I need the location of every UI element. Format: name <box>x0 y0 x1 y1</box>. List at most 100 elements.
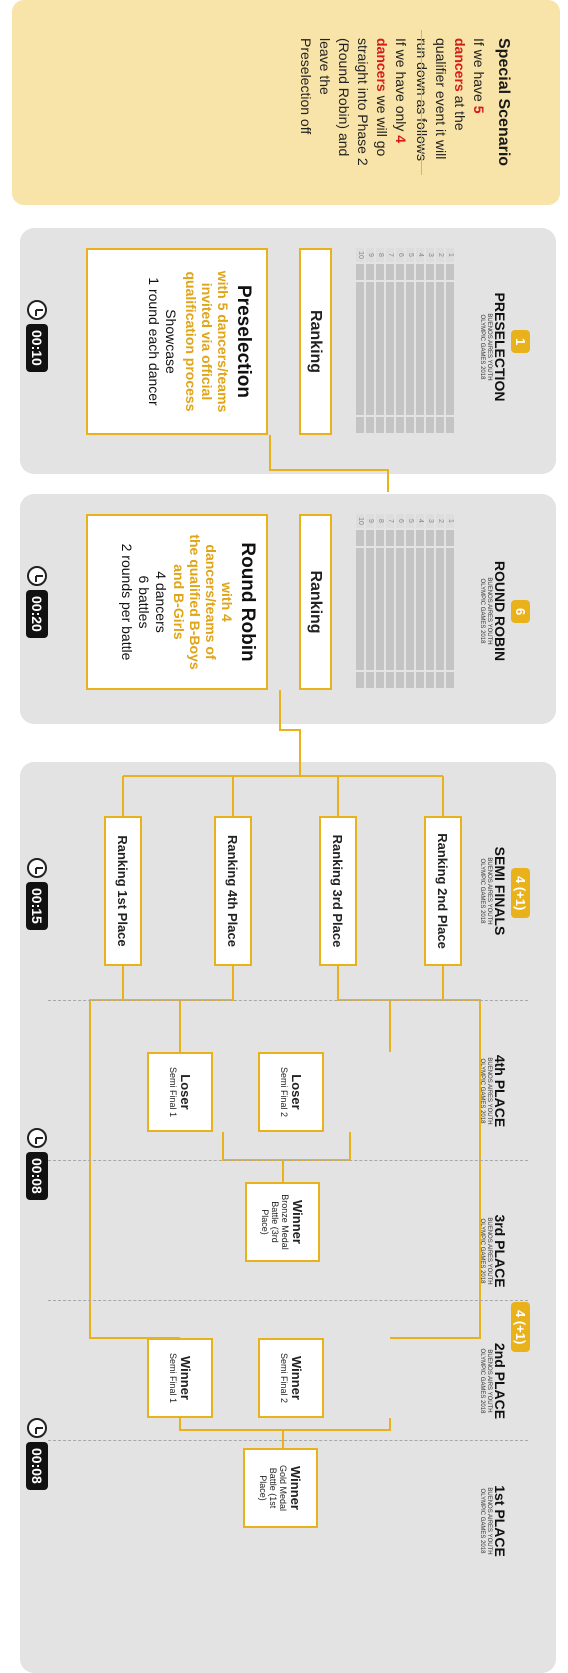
round-robin-sub1: BUENOS AIRES YOUTH <box>486 577 492 645</box>
ranking-row-cell <box>446 282 454 415</box>
ranking-row-cell <box>416 282 424 415</box>
ranking-row-cell <box>446 264 454 280</box>
ranking-table-row: 3 <box>426 514 434 690</box>
ranking-table-row: 6 <box>396 514 404 690</box>
final-count-badge: 4 (+1) <box>511 1302 530 1353</box>
ranking-table-row: 4 <box>416 248 424 435</box>
ranking-row-cell <box>376 282 384 415</box>
fourth-place-sub1: BUENOS AIRES YOUTH <box>486 1057 492 1125</box>
ranking-row-number: 6 <box>396 514 404 528</box>
loser-sf1-title: Loser <box>178 1074 193 1110</box>
ranking-row-cell <box>376 417 384 433</box>
ranking-row-cell <box>406 530 414 546</box>
winner-sf2-title: Winner <box>289 1356 304 1400</box>
ranking-row-number: 2 <box>436 514 444 528</box>
winner-sf2-sub: Semi Final 2 <box>279 1352 289 1404</box>
semi-ranking-4th-box: Ranking 4th Place <box>214 816 252 966</box>
round-robin-box: Round Robin with 4 dancers/teams of the … <box>86 514 268 690</box>
clock-icon <box>27 566 47 586</box>
ranking-row-cell <box>366 264 374 280</box>
ranking-row-cell <box>436 672 444 688</box>
ranking-row-number: 7 <box>386 514 394 528</box>
round-robin-sub2: OLYMPIC GAMES 2018 <box>479 578 485 644</box>
round-robin-label-block: ROUND ROBIN BUENOS AIRES YOUTH OLYMPIC G… <box>478 556 508 666</box>
semi-finals-timer: 00:15 <box>26 858 48 930</box>
winner-gold-sub: Gold Medal Battle (1st Place) <box>258 1464 289 1512</box>
ranking-row-number: 10 <box>356 248 364 262</box>
round-robin-ranking-box: Ranking <box>299 514 332 690</box>
round-robin-line2: 6 battles <box>136 575 152 629</box>
ranking-table-row: 7 <box>386 248 394 435</box>
preselection-line1: Showcase <box>163 309 179 374</box>
semi-finals-count-badge: 4 (+1) <box>511 868 530 919</box>
ranking-table-row: 7 <box>386 514 394 690</box>
ranking-row-cell <box>426 417 434 433</box>
ranking-row-cell <box>366 548 374 670</box>
ranking-row-cell <box>416 672 424 688</box>
round-robin-label: ROUND ROBIN <box>492 560 508 662</box>
ranking-row-cell <box>406 417 414 433</box>
second-place-sub2: OLYMPIC GAMES 2018 <box>479 1348 485 1414</box>
preselection-title: Preselection <box>233 285 254 398</box>
ranking-table-row: 1 <box>446 514 454 690</box>
divider-2 <box>48 1160 528 1161</box>
ranking-table-row: 2 <box>436 248 444 435</box>
ranking-row-cell <box>396 264 404 280</box>
ranking-table-row: 6 <box>396 248 404 435</box>
first-place-timer-value: 00:08 <box>26 1442 48 1490</box>
ranking-row-cell <box>356 548 364 670</box>
ranking-row-cell <box>446 672 454 688</box>
ranking-row-cell <box>436 530 444 546</box>
second-place-sub1: BUENOS AIRS YOUTH <box>486 1349 492 1413</box>
ranking-row-cell <box>386 530 394 546</box>
ranking-row-number: 10 <box>356 514 364 528</box>
ranking-row-cell <box>436 264 444 280</box>
ranking-row-number: 2 <box>436 248 444 262</box>
ranking-row-cell <box>416 548 424 670</box>
winner-gold-title: Winner <box>288 1466 304 1510</box>
preselection-timer-value: 00:10 <box>26 324 48 372</box>
preselection-ranking-box: Ranking <box>299 248 332 435</box>
ranking-row-number: 1 <box>446 248 454 262</box>
ranking-table-row: 2 <box>436 514 444 690</box>
ranking-row-cell <box>396 548 404 670</box>
ranking-table-row: 4 <box>416 514 424 690</box>
preselection-timer: 00:10 <box>26 300 48 372</box>
ranking-row-cell <box>426 548 434 670</box>
third-place-label: 3rd PLACE <box>492 1214 508 1288</box>
ranking-row-cell <box>366 530 374 546</box>
ranking-table-row: 5 <box>406 248 414 435</box>
semi-finals-sub2: OLYMPIC GAMES 2018 <box>479 858 485 924</box>
ranking-row-number: 9 <box>366 514 374 528</box>
ranking-row-cell <box>436 282 444 415</box>
ranking-row-number: 6 <box>396 248 404 262</box>
third-place-sub1: BUENOS AIRES YOUTH <box>486 1217 492 1285</box>
ranking-table-row: 10 <box>356 248 364 435</box>
ranking-table-row: 3 <box>426 248 434 435</box>
semi-ranking-2nd-box: Ranking 2nd Place <box>424 816 462 966</box>
ranking-row-cell <box>446 530 454 546</box>
second-place-label-block: 2nd PLACE BUENOS AIRS YOUTH OLYMPIC GAME… <box>478 1326 508 1436</box>
clock-icon <box>27 858 47 878</box>
semi-finals-label-block: SEMI FINALS BUENOS AIRES YOUTH OLYMPIC G… <box>478 836 508 946</box>
loser-semi-final-2-box: Loser Semi Final 2 <box>258 1052 324 1132</box>
ranking-row-cell <box>386 264 394 280</box>
winner-sf1-sub: Semi Final 1 <box>168 1352 178 1404</box>
ranking-table-row: 9 <box>366 514 374 690</box>
ranking-row-number: 8 <box>376 248 384 262</box>
ranking-row-number: 9 <box>366 248 374 262</box>
ranking-row-cell <box>396 417 404 433</box>
loser-sf1-sub: Semi Final 1 <box>168 1066 178 1118</box>
ranking-row-cell <box>366 282 374 415</box>
ranking-row-cell <box>426 672 434 688</box>
ranking-row-number: 5 <box>406 248 414 262</box>
divider-4 <box>48 1440 528 1441</box>
round-robin-subtitle: with 4 dancers/teams of the qualified B-… <box>171 534 235 670</box>
third-place-timer: 00:08 <box>26 1128 48 1200</box>
ranking-row-number: 3 <box>426 248 434 262</box>
round-robin-timer: 00:20 <box>26 566 48 638</box>
ranking-table-row: 8 <box>376 514 384 690</box>
clock-icon <box>27 1418 47 1438</box>
divider-3 <box>48 1300 528 1301</box>
